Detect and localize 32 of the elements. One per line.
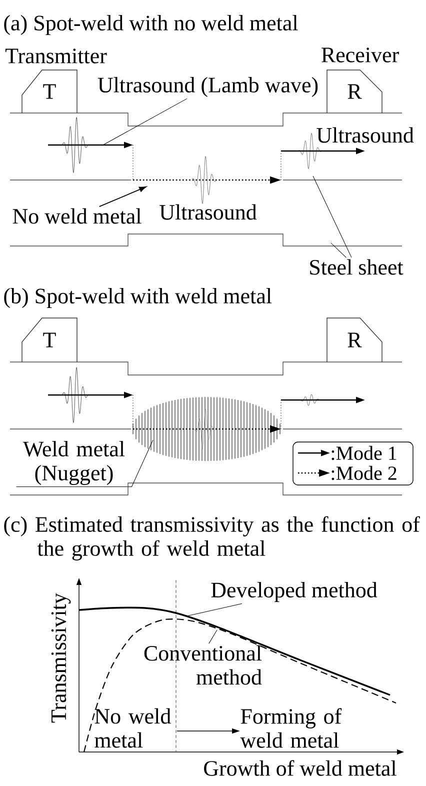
panel-title: (c) Estimated transmissivity as the function of the growth of weld metal <box>4 516 420 560</box>
plot-curve <box>78 606 390 696</box>
leader-line <box>16 440 154 487</box>
plot-curve <box>83 618 396 752</box>
region-label: No weld metal <box>94 708 171 748</box>
callout-text: No weld metal <box>12 208 142 224</box>
wave-label: Ultrasound <box>316 127 414 143</box>
transducer-block: T <box>22 70 78 114</box>
region-label: Forming of weld metal <box>240 708 342 748</box>
axis-title: Transmissivity <box>51 593 71 723</box>
leader-line <box>98 186 147 208</box>
legend-entry: :Mode 2 <box>298 466 396 480</box>
steel-sheet <box>10 234 402 246</box>
leader-line <box>312 176 352 258</box>
device-label: Transmitter <box>5 48 107 64</box>
leader-line <box>208 630 218 644</box>
device-label: Receiver <box>322 48 399 62</box>
panel-title: (a) Spot-weld with no weld metal <box>4 15 298 35</box>
leader-line <box>330 242 346 258</box>
wave-label: Ultrasound <box>160 204 257 220</box>
transducer-block: R <box>326 318 382 362</box>
transducer-block: R <box>326 70 382 114</box>
leader-line <box>102 98 188 146</box>
panel-title: (b) Spot-weld with weld metal <box>4 288 272 308</box>
callout-text: Ultrasound (Lamb wave) <box>98 77 318 97</box>
transducer-block: T <box>22 318 78 362</box>
callout-text: Developed method <box>211 582 378 602</box>
callout-text: Weld metal (Nugget) <box>22 441 125 486</box>
axis-title: Growth of weld metal <box>204 760 396 776</box>
leader-line <box>186 603 242 616</box>
legend-entry: :Mode 1 <box>298 446 396 460</box>
callout-text: Steel sheet <box>310 259 404 275</box>
